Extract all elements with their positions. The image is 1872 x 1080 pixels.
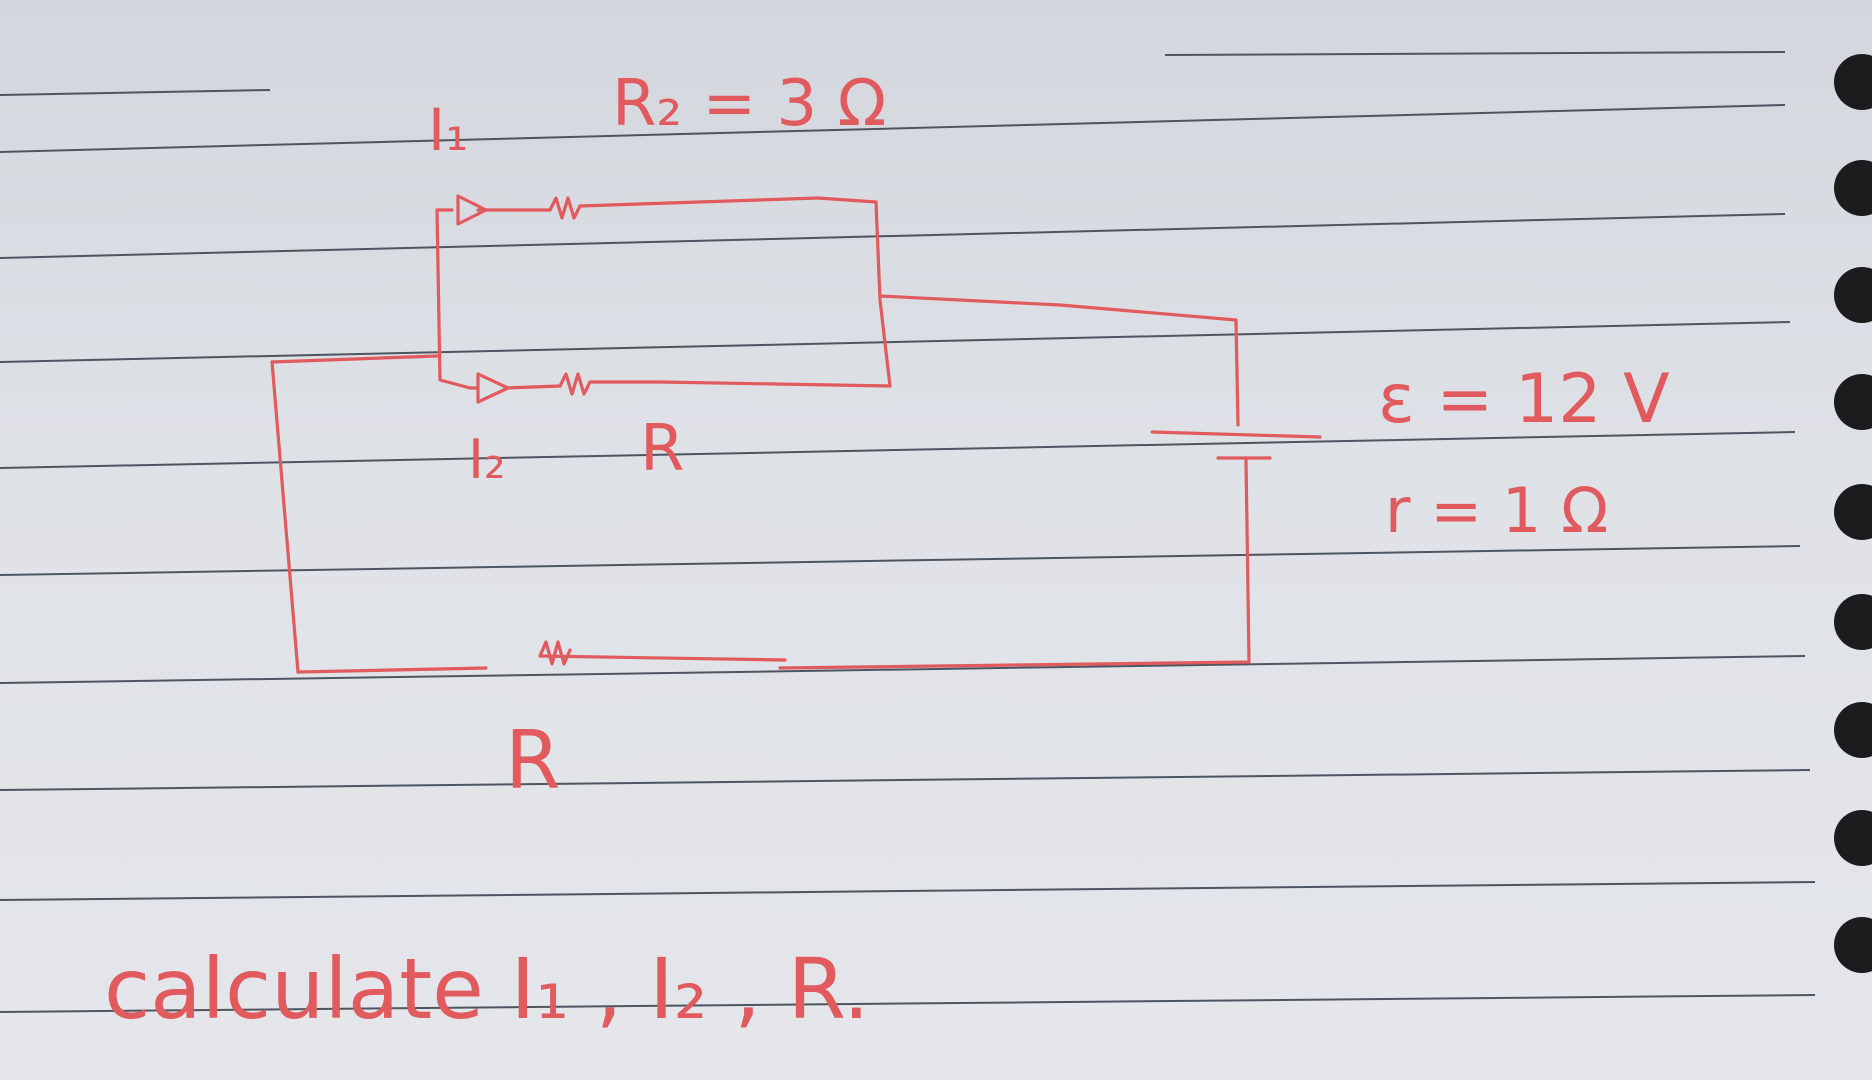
spiral-hole <box>1834 374 1872 430</box>
resistor-r-series <box>538 640 572 666</box>
ruled-line <box>0 769 1811 791</box>
spiral-hole <box>1834 594 1872 650</box>
spiral-hole <box>1834 702 1872 758</box>
ruled-line <box>0 321 1791 363</box>
spiral-hole <box>1834 484 1872 540</box>
spiral-hole <box>1834 160 1872 216</box>
label-r2: R₂ = 3 Ω <box>612 67 886 141</box>
label-r-parallel: R <box>640 412 684 486</box>
wire-top-branch-right <box>578 196 878 208</box>
battery-long-plate <box>1150 430 1322 439</box>
wire-outer-left <box>270 354 439 674</box>
resistor-r-parallel <box>558 372 892 396</box>
ruled-line-short <box>0 89 271 96</box>
label-internal-resistance: r = 1 Ω <box>1385 474 1608 547</box>
question-text: calculate I₁ , I₂ , R. <box>104 940 870 1038</box>
ruled-line <box>0 655 1806 684</box>
ruled-line <box>0 431 1796 469</box>
ruled-line <box>0 104 1786 153</box>
ruled-line <box>0 994 1816 1013</box>
current-arrow-i1 <box>456 194 488 226</box>
ruled-line <box>0 213 1786 259</box>
ruled-line <box>0 881 1816 901</box>
label-r-series: R <box>505 714 561 807</box>
resistor-r2 <box>548 196 582 220</box>
ruled-line <box>0 545 1801 576</box>
wire-to-battery <box>878 294 1240 427</box>
spiral-binding <box>1834 54 1872 973</box>
ruled-lines <box>0 51 1816 1013</box>
spiral-hole <box>1834 54 1872 110</box>
wire-bottom-branch <box>468 384 562 390</box>
current-arrow-i2 <box>476 372 510 404</box>
labels: I₁ R₂ = 3 Ω I₂ R ε = 12 V r = 1 Ω R calc… <box>104 67 1670 1038</box>
wire-bottom-right <box>778 458 1251 670</box>
label-i2: I₂ <box>468 428 506 491</box>
label-i1: I₁ <box>428 96 468 164</box>
wire-bottom-mid <box>538 654 787 662</box>
wire-parallel-right <box>874 200 892 388</box>
ruled-line-short <box>1164 51 1786 56</box>
spiral-hole <box>1834 810 1872 866</box>
label-emf: ε = 12 V <box>1378 360 1670 439</box>
spiral-hole <box>1834 917 1872 973</box>
spiral-hole <box>1834 267 1872 323</box>
circuit <box>270 194 1322 674</box>
wire-bottom-left <box>296 666 488 674</box>
wire-parallel-left <box>435 208 472 390</box>
